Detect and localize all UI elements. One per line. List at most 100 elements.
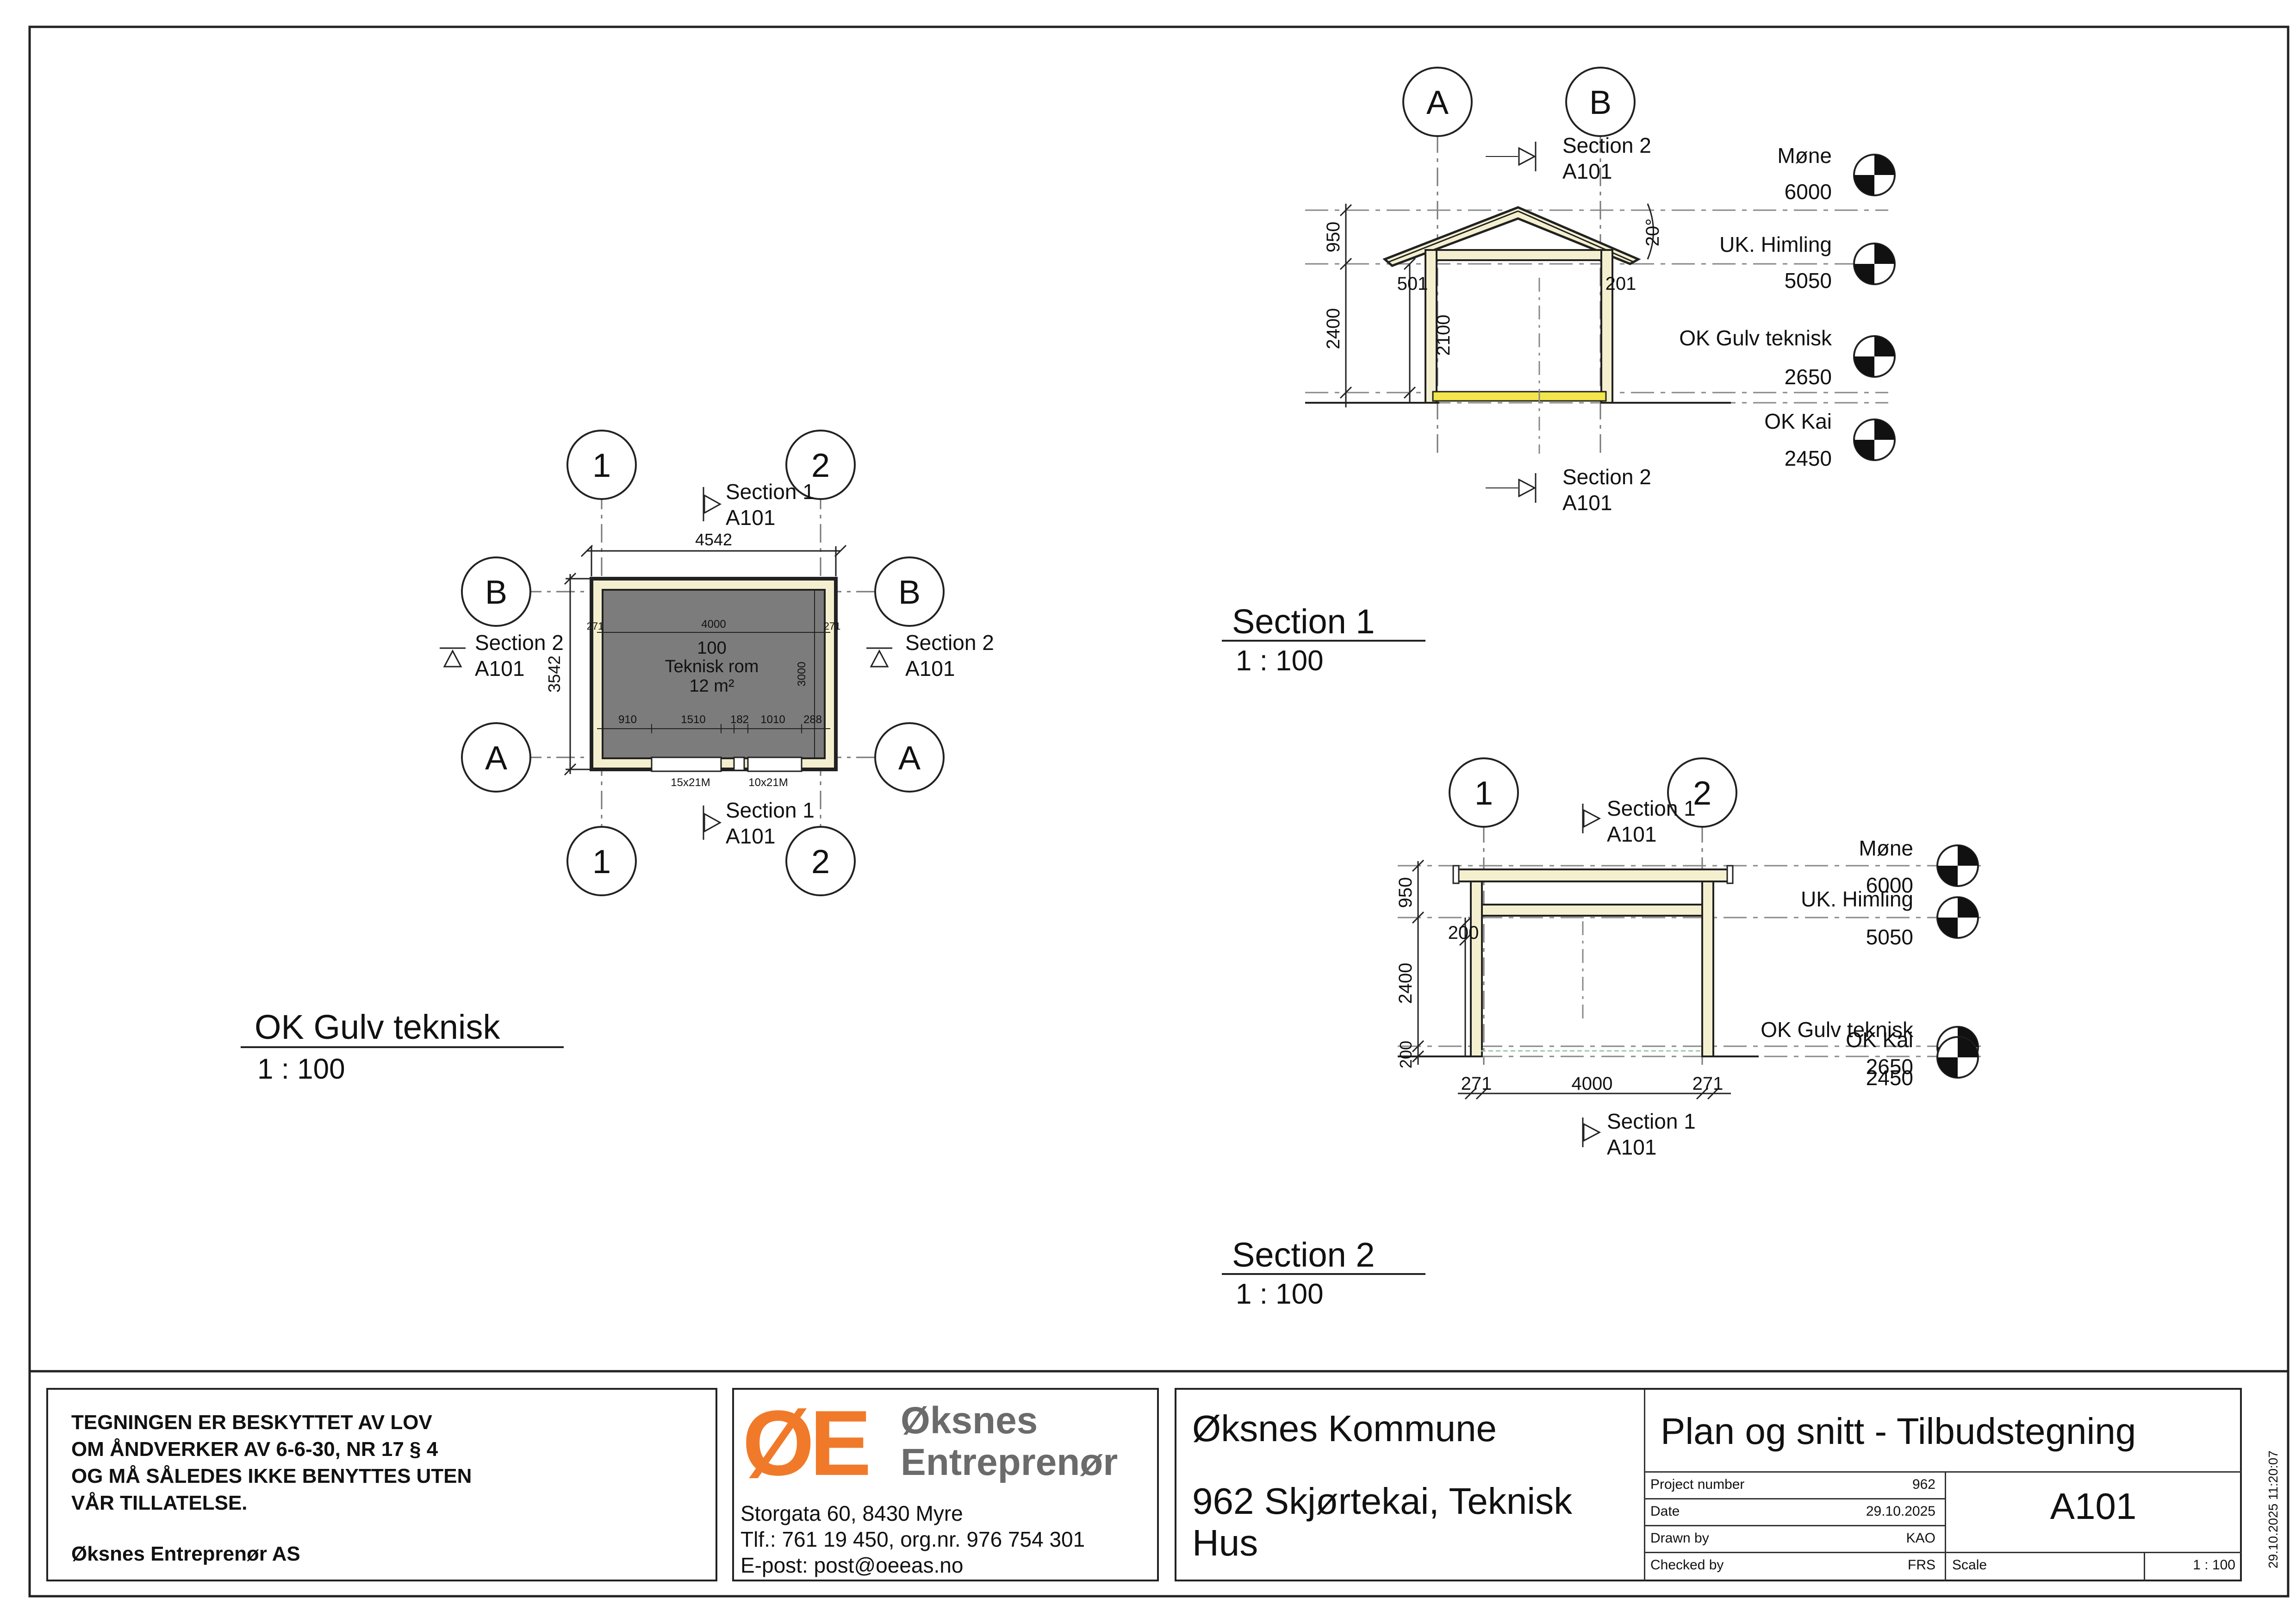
svg-text:6000: 6000: [1866, 873, 1913, 897]
wall-pier: [733, 756, 745, 771]
print-timestamp: 29.10.2025 11:20:07: [2266, 1450, 2280, 1568]
sec2-marker-sheet: A101: [1607, 1135, 1656, 1159]
dim-roof-rise: 950: [1395, 877, 1416, 908]
sec2-marker-sheet: A101: [1607, 822, 1656, 846]
dim-eave-left: 501: [1397, 274, 1428, 294]
grid-bubble: A: [874, 722, 945, 793]
company-name: Øksnes Entreprenør AS: [71, 1543, 300, 1565]
level-head-mone: Møne 6000: [1859, 836, 1979, 897]
level-head-kai: OK Kai 2450: [1846, 1028, 1979, 1090]
svg-text:UK. Himling: UK. Himling: [1719, 232, 1832, 256]
grid-label-right-b: B: [898, 574, 921, 611]
drawing-title: Plan og snitt - Tilbudstegning: [1661, 1411, 2136, 1452]
dim-bottom-seg: 910: [618, 713, 637, 726]
wall-left: [1425, 249, 1437, 404]
scale-label: Scale: [1952, 1557, 1987, 1573]
section2-scale: 1 : 100: [1236, 1278, 1324, 1310]
svg-text:Møne: Møne: [1859, 836, 1913, 860]
company-address: Storgata 60, 8430 Myre: [740, 1501, 963, 1525]
svg-text:OK Kai: OK Kai: [1846, 1028, 1913, 1052]
plan-view-title: OK Gulv teknisk: [255, 1008, 501, 1046]
drawn-by-label: Drawn by: [1650, 1530, 1709, 1546]
svg-text:6000: 6000: [1785, 180, 1832, 204]
section1-scale: 1 : 100: [1236, 645, 1324, 677]
roof-slab: [1456, 868, 1730, 882]
door-tag: 10x21M: [748, 776, 788, 789]
grid-label-left-a: A: [485, 740, 507, 777]
ceiling-beam: [1480, 904, 1704, 917]
sec1-grid-a: A: [1426, 84, 1449, 121]
grid-bubble: 2: [785, 826, 856, 896]
logo-word-2: Entreprenør: [901, 1441, 1118, 1483]
dim-overall-width: 4542: [695, 530, 732, 549]
door-tag: 15x21M: [671, 776, 710, 789]
client-name: Øksnes Kommune: [1192, 1408, 1497, 1449]
wall-right: [1701, 881, 1714, 1057]
logo-word-1: Øksnes: [901, 1399, 1038, 1442]
grid-bubble: A: [1402, 67, 1473, 137]
dim-eave: 200: [1448, 923, 1479, 943]
grid-bubble: A: [461, 722, 531, 793]
company-box: ØE Øksnes Entreprenør Storgata 60, 8430 …: [732, 1388, 1159, 1581]
plan-section1-name: Section 1: [726, 480, 815, 504]
project-number: 962: [1912, 1477, 1935, 1492]
roof-outline: [1382, 206, 1641, 267]
date-label: Date: [1650, 1504, 1680, 1519]
dim-clear-height: 2100: [1433, 315, 1454, 356]
dim-floor: 200: [1396, 1041, 1415, 1068]
grid-label-right-a: A: [898, 740, 921, 777]
sheet-number: A101: [2050, 1486, 2137, 1527]
level-head-kai: OK Kai 2450: [1764, 409, 1896, 470]
dim-wall-right: 271: [824, 620, 841, 632]
dim-bottom-seg: 288: [803, 713, 822, 726]
dim-left-wall: 271: [1461, 1074, 1492, 1094]
company-logo: ØE: [742, 1397, 909, 1490]
project-box: Øksnes Kommune 962 Skjørtekai, Teknisk H…: [1175, 1388, 2242, 1581]
section1-title: Section 1: [1232, 602, 1375, 641]
svg-text:5050: 5050: [1866, 925, 1913, 949]
plan-view-scale: 1 : 100: [257, 1053, 345, 1085]
grid-bubble: 2: [1667, 757, 1737, 828]
ceiling-beam: [1436, 249, 1602, 261]
dim-inner-height: 3000: [796, 662, 808, 686]
svg-text:Møne: Møne: [1777, 144, 1832, 168]
date-value: 29.10.2025: [1866, 1504, 1935, 1519]
company-email: E-post: post@oeeas.no: [740, 1553, 964, 1577]
sec1-marker-sheet: A101: [1562, 159, 1612, 183]
dim-roof-rise: 950: [1323, 222, 1344, 253]
sec2-grid-2: 2: [1693, 775, 1711, 812]
dim-eave-right: 201: [1605, 274, 1636, 294]
logo-mark: ØE: [742, 1392, 871, 1495]
grid-label-top-1: 1: [592, 447, 611, 484]
section2-title: Section 2: [1232, 1236, 1375, 1274]
room-number: 100: [697, 638, 726, 658]
section-2-view: 1 2: [1222, 757, 1981, 1310]
level-head-himling: UK. Himling 5050: [1801, 887, 1979, 949]
plan-section1-sheet: A101: [726, 824, 775, 848]
wall-left: [1470, 881, 1483, 1057]
level-head-mone: Møne 6000: [1777, 144, 1896, 204]
level-head-gulv: OK Gulv teknisk 2650: [1679, 326, 1896, 389]
grid-bubble: B: [874, 556, 945, 627]
door-opening: [651, 756, 722, 772]
grid-bubble: B: [461, 556, 531, 627]
svg-text:2450: 2450: [1785, 446, 1832, 470]
grid-label-bottom-2: 2: [811, 843, 830, 881]
svg-text:2450: 2450: [1866, 1066, 1913, 1090]
dim-span: 4000: [1572, 1074, 1613, 1094]
sec1-marker-name: Section 2: [1562, 465, 1651, 489]
sec2-marker-name: Section 1: [1607, 796, 1696, 820]
svg-text:UK. Himling: UK. Himling: [1801, 887, 1913, 911]
grid-label-bottom-1: 1: [592, 843, 611, 881]
svg-text:OK Gulv teknisk: OK Gulv teknisk: [1679, 326, 1832, 350]
dim-wall-height: 2400: [1323, 308, 1344, 350]
grid-bubble: B: [1565, 67, 1636, 137]
grid-label-left-b: B: [485, 574, 507, 611]
sec1-grid-b: B: [1589, 84, 1612, 121]
company-phone: Tlf.: 761 19 450, org.nr. 976 754 301: [740, 1527, 1085, 1551]
dim-bottom-seg: 1510: [681, 713, 705, 726]
door-opening: [747, 756, 803, 772]
project-name: 962 Skjørtekai, Teknisk Hus: [1192, 1480, 1573, 1563]
section-1-view: A B: [1222, 67, 1896, 677]
